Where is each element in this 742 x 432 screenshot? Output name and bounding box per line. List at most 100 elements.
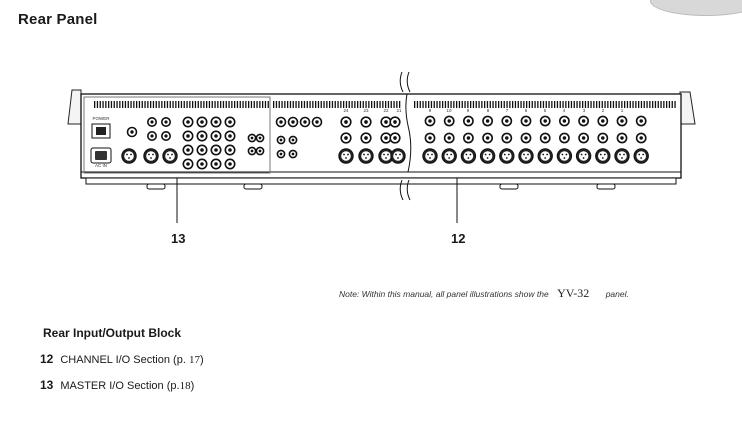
chassis-bottom-rail [85,177,677,185]
jack-center [485,136,490,140]
vent-slot [399,101,401,108]
vent-slot [601,101,603,108]
break-mark-top [399,71,411,93]
vent-slot [231,101,233,108]
vent-slot [298,101,300,108]
vent-slot [113,101,115,108]
vent-slot [640,101,643,108]
vent-slot [365,101,367,108]
vent-slot [133,101,135,108]
vent-slot [320,101,322,108]
vent-slot [652,101,654,108]
vent-slot [393,101,395,108]
io-item-close: ) [190,380,195,392]
vent-slot [414,101,416,108]
jack-center [250,149,254,153]
vent-slot [554,101,556,108]
left-side-bracket [67,89,82,125]
panel-tiny-label: 5 [544,108,547,113]
vent-slot [450,101,452,108]
jack-center [291,138,295,142]
jack-center [164,120,168,124]
vent-slot [489,101,491,108]
vent-slot [281,101,283,108]
vent-slot [548,101,550,108]
jack-center [214,134,218,138]
vent-slot [444,101,447,108]
vent-slot [478,101,480,108]
xlr-pin [525,157,527,159]
vent-slot [197,101,199,108]
vent-slot [284,101,286,108]
xlr-pin [486,157,489,159]
jack-center [186,162,190,166]
vent-slot [253,101,255,108]
vent-slot [343,101,345,108]
jack-center [186,134,190,138]
jack-center [620,119,624,123]
vent-slot [119,101,121,108]
xlr-pin [580,153,583,156]
vent-slot [194,101,197,108]
vent-slot [359,101,362,108]
vent-slot [158,101,160,108]
vent-slot [200,101,202,108]
jack-center [228,148,232,152]
vent-slot [382,101,384,108]
xlr-pin [448,157,451,159]
vent-slot [598,101,601,108]
xlr-pin [367,153,369,156]
vent-slot [467,101,469,108]
vent-slot [385,101,387,108]
xlr-pin [603,153,606,156]
vent-slot [312,101,314,108]
vent-slot [99,101,101,108]
vent-slot [155,101,157,108]
xlr-pin [345,157,347,159]
vent-slot [275,101,278,108]
vent-slot [259,101,261,108]
xlr-pin [431,153,433,156]
vent-slot [396,101,398,108]
jack-center [164,134,168,138]
break-line [405,93,412,173]
manual-note: Note: Within this manual, all panel illu… [339,286,629,301]
panel-tiny-label: 4 [563,108,566,113]
vent-slot [660,101,662,108]
xlr-face [393,151,403,161]
jack-center [214,162,218,166]
vent-slot [208,101,211,108]
jack-center [524,119,528,123]
vent-slot [506,101,508,108]
xlr-face [482,151,493,161]
vent-slot [456,101,458,108]
vent-slot [234,101,236,108]
xlr-pin [640,157,643,159]
vent-slot [663,101,665,108]
jack-center [344,136,348,140]
xlr-face [444,151,455,161]
vent-slot [141,101,143,108]
xlr-pin [446,153,449,156]
vent-slot [262,101,264,108]
jack-center [393,136,397,140]
jack-center [562,119,567,123]
vent-slot [138,101,141,108]
jack-center [428,119,432,123]
vent-slot [442,101,444,108]
vent-slot [526,101,528,108]
vent-slot [122,101,124,108]
io-item-text: CHANNEL I/O Section (p. [60,354,189,366]
vent-slot [228,101,230,108]
jack-center [620,136,624,140]
vent-slot [189,101,191,108]
panel-tiny-label: 24 [343,108,349,113]
panel-tiny-label: 22 [383,108,389,113]
vent-slot [500,101,503,108]
panel-tiny-label: 10 [446,108,452,113]
vent-slot [668,101,671,108]
xlr-pin [427,153,429,156]
vent-slot [464,101,466,108]
vent-slot [317,101,320,108]
